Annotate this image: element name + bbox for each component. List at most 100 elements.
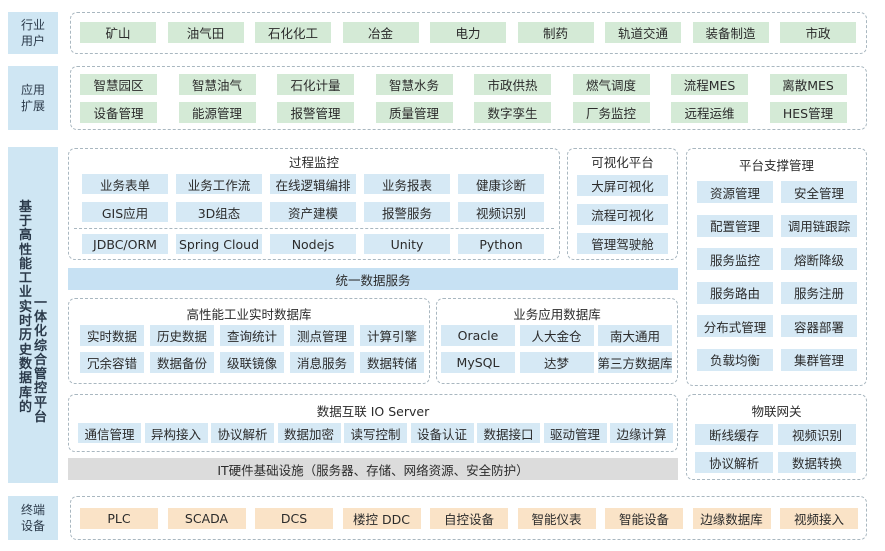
- terminal-item: PLC: [80, 508, 158, 529]
- app-item: 石化计量: [277, 74, 354, 95]
- process-item: 资产建模: [270, 202, 356, 222]
- industry-item: 矿山: [80, 22, 156, 43]
- industry-item: 装备制造: [692, 22, 769, 43]
- rtdb-item: 冗余容错: [80, 352, 144, 373]
- unified-data-service-label: 统一数据服务: [335, 272, 411, 288]
- app-item: 设备管理: [80, 102, 157, 123]
- platform-support-frame: [686, 148, 867, 386]
- terminal-item: 自控设备: [430, 508, 508, 529]
- process-item: 视频识别: [458, 202, 544, 222]
- iot-item: 协议解析: [695, 452, 773, 473]
- industry-row-frame: [70, 12, 867, 54]
- io-server-title: 数据互联 IO Server: [316, 404, 430, 419]
- industry-item: 电力: [430, 22, 506, 43]
- side-label-terminal: 终端 设备: [8, 496, 58, 540]
- support-item: 调用链跟踪: [781, 214, 857, 237]
- process-item: Nodejs: [270, 234, 356, 254]
- rtdb-item: 消息服务: [290, 352, 354, 373]
- terminal-row-frame: [70, 496, 867, 540]
- terminal-item: DCS: [255, 508, 333, 529]
- it-infrastructure-bar: IT硬件基础设施（服务器、存储、网络资源、安全防护）: [68, 458, 678, 480]
- rtdb-item: 数据备份: [150, 352, 214, 373]
- io-item: 异构接入: [144, 423, 208, 443]
- rtdb-item: 数据转储: [360, 352, 424, 373]
- app-item: 数字孪生: [474, 102, 551, 123]
- process-item: GIS应用: [82, 202, 168, 222]
- industry-item: 制药: [517, 22, 594, 43]
- process-monitor-frame: [68, 148, 560, 260]
- process-divider: [74, 228, 554, 229]
- iot-gateway-frame: [686, 394, 867, 480]
- app-item: 市政供热: [474, 74, 551, 95]
- support-item: 配置管理: [697, 214, 773, 237]
- io-item: 驱动管理: [543, 423, 607, 443]
- bizdb-item: 人大金仓: [519, 325, 594, 346]
- process-monitor-title: 过程监控: [288, 155, 339, 170]
- iot-item: 数据转换: [778, 452, 856, 473]
- visual-platform-title: 可视化平台: [591, 155, 654, 170]
- platform-label-col2: 一体化综合管控平台: [34, 295, 48, 426]
- terminal-item: SCADA: [167, 508, 246, 529]
- io-item: 数据加密: [277, 423, 341, 443]
- rtdb-title: 高性能工业实时数据库: [186, 307, 312, 322]
- iot-gateway-title: 物联网关: [751, 404, 802, 419]
- app-item: 智慧油气: [178, 74, 256, 95]
- side-label-industry: 行业 用户: [8, 12, 58, 54]
- process-item: 业务表单: [82, 174, 168, 194]
- iot-item: 断线缓存: [695, 424, 773, 445]
- support-item: 分布式管理: [697, 315, 773, 337]
- terminal-item: 楼控 DDC: [342, 508, 421, 529]
- process-item: JDBC/ORM: [82, 234, 168, 254]
- io-item: 通信管理: [78, 423, 141, 443]
- terminal-item: 智能仪表: [517, 508, 596, 529]
- process-item: 业务工作流: [176, 174, 262, 194]
- bizdb-item: Oracle: [441, 325, 515, 346]
- io-item: 数据接口: [477, 423, 540, 443]
- app-item: 智慧园区: [80, 74, 157, 95]
- industry-item: 石化化工: [255, 22, 331, 43]
- visual-item: 管理驾驶舱: [577, 233, 668, 254]
- app-item: 远程运维: [671, 102, 748, 123]
- terminal-item: 视频接入: [780, 508, 858, 529]
- app-item: 质量管理: [375, 102, 453, 123]
- terminal-label: 终端 设备: [20, 503, 45, 533]
- it-infrastructure-label: IT硬件基础设施（服务器、存储、网络资源、安全防护）: [217, 462, 529, 478]
- industry-label: 行业 用户: [20, 18, 45, 48]
- bizdb-item: 第三方数据库: [598, 352, 673, 373]
- bizdb-frame: [436, 298, 678, 384]
- support-item: 集群管理: [781, 348, 857, 371]
- platform-label-col1: 基于高性能工业实时历史数据库的: [18, 199, 32, 415]
- process-item: 业务报表: [364, 174, 450, 194]
- bizdb-item: MySQL: [441, 352, 515, 373]
- app-item: HES管理: [769, 102, 847, 123]
- app-item: 厂务监控: [572, 102, 650, 123]
- io-server-frame: [68, 394, 678, 452]
- terminal-item: 智能设备: [605, 508, 683, 529]
- apps-label: 应用 扩展: [20, 83, 45, 113]
- industry-item: 市政: [780, 22, 856, 43]
- support-item: 负载均衡: [697, 348, 773, 371]
- app-item: 燃气调度: [572, 74, 650, 95]
- industry-item: 冶金: [342, 22, 419, 43]
- industry-item: 轨道交通: [605, 22, 681, 43]
- io-item: 设备认证: [410, 423, 474, 443]
- side-label-apps: 应用 扩展: [8, 66, 58, 130]
- process-item: 健康诊断: [458, 174, 544, 194]
- rtdb-item: 计算引擎: [360, 325, 424, 346]
- support-item: 容器部署: [781, 315, 857, 337]
- app-item: 离散MES: [769, 74, 847, 95]
- iot-item: 视频识别: [778, 424, 856, 445]
- bizdb-item: 达梦: [519, 352, 594, 373]
- rtdb-item: 查询统计: [220, 325, 284, 346]
- bizdb-title: 业务应用数据库: [513, 307, 601, 322]
- process-item: Spring Cloud: [176, 234, 262, 254]
- io-item: 读写控制: [344, 423, 407, 443]
- platform-support-title: 平台支撑管理: [738, 158, 814, 173]
- app-item: 流程MES: [671, 74, 748, 95]
- app-item: 报警管理: [277, 102, 354, 123]
- bizdb-item: 南大通用: [598, 325, 672, 346]
- terminal-item: 边缘数据库: [692, 508, 771, 529]
- side-label-platform: 基于高性能工业实时历史数据库的 一体化综合管控平台: [8, 147, 58, 483]
- rtdb-item: 级联镜像: [220, 352, 284, 373]
- app-item: 智慧水务: [375, 74, 453, 95]
